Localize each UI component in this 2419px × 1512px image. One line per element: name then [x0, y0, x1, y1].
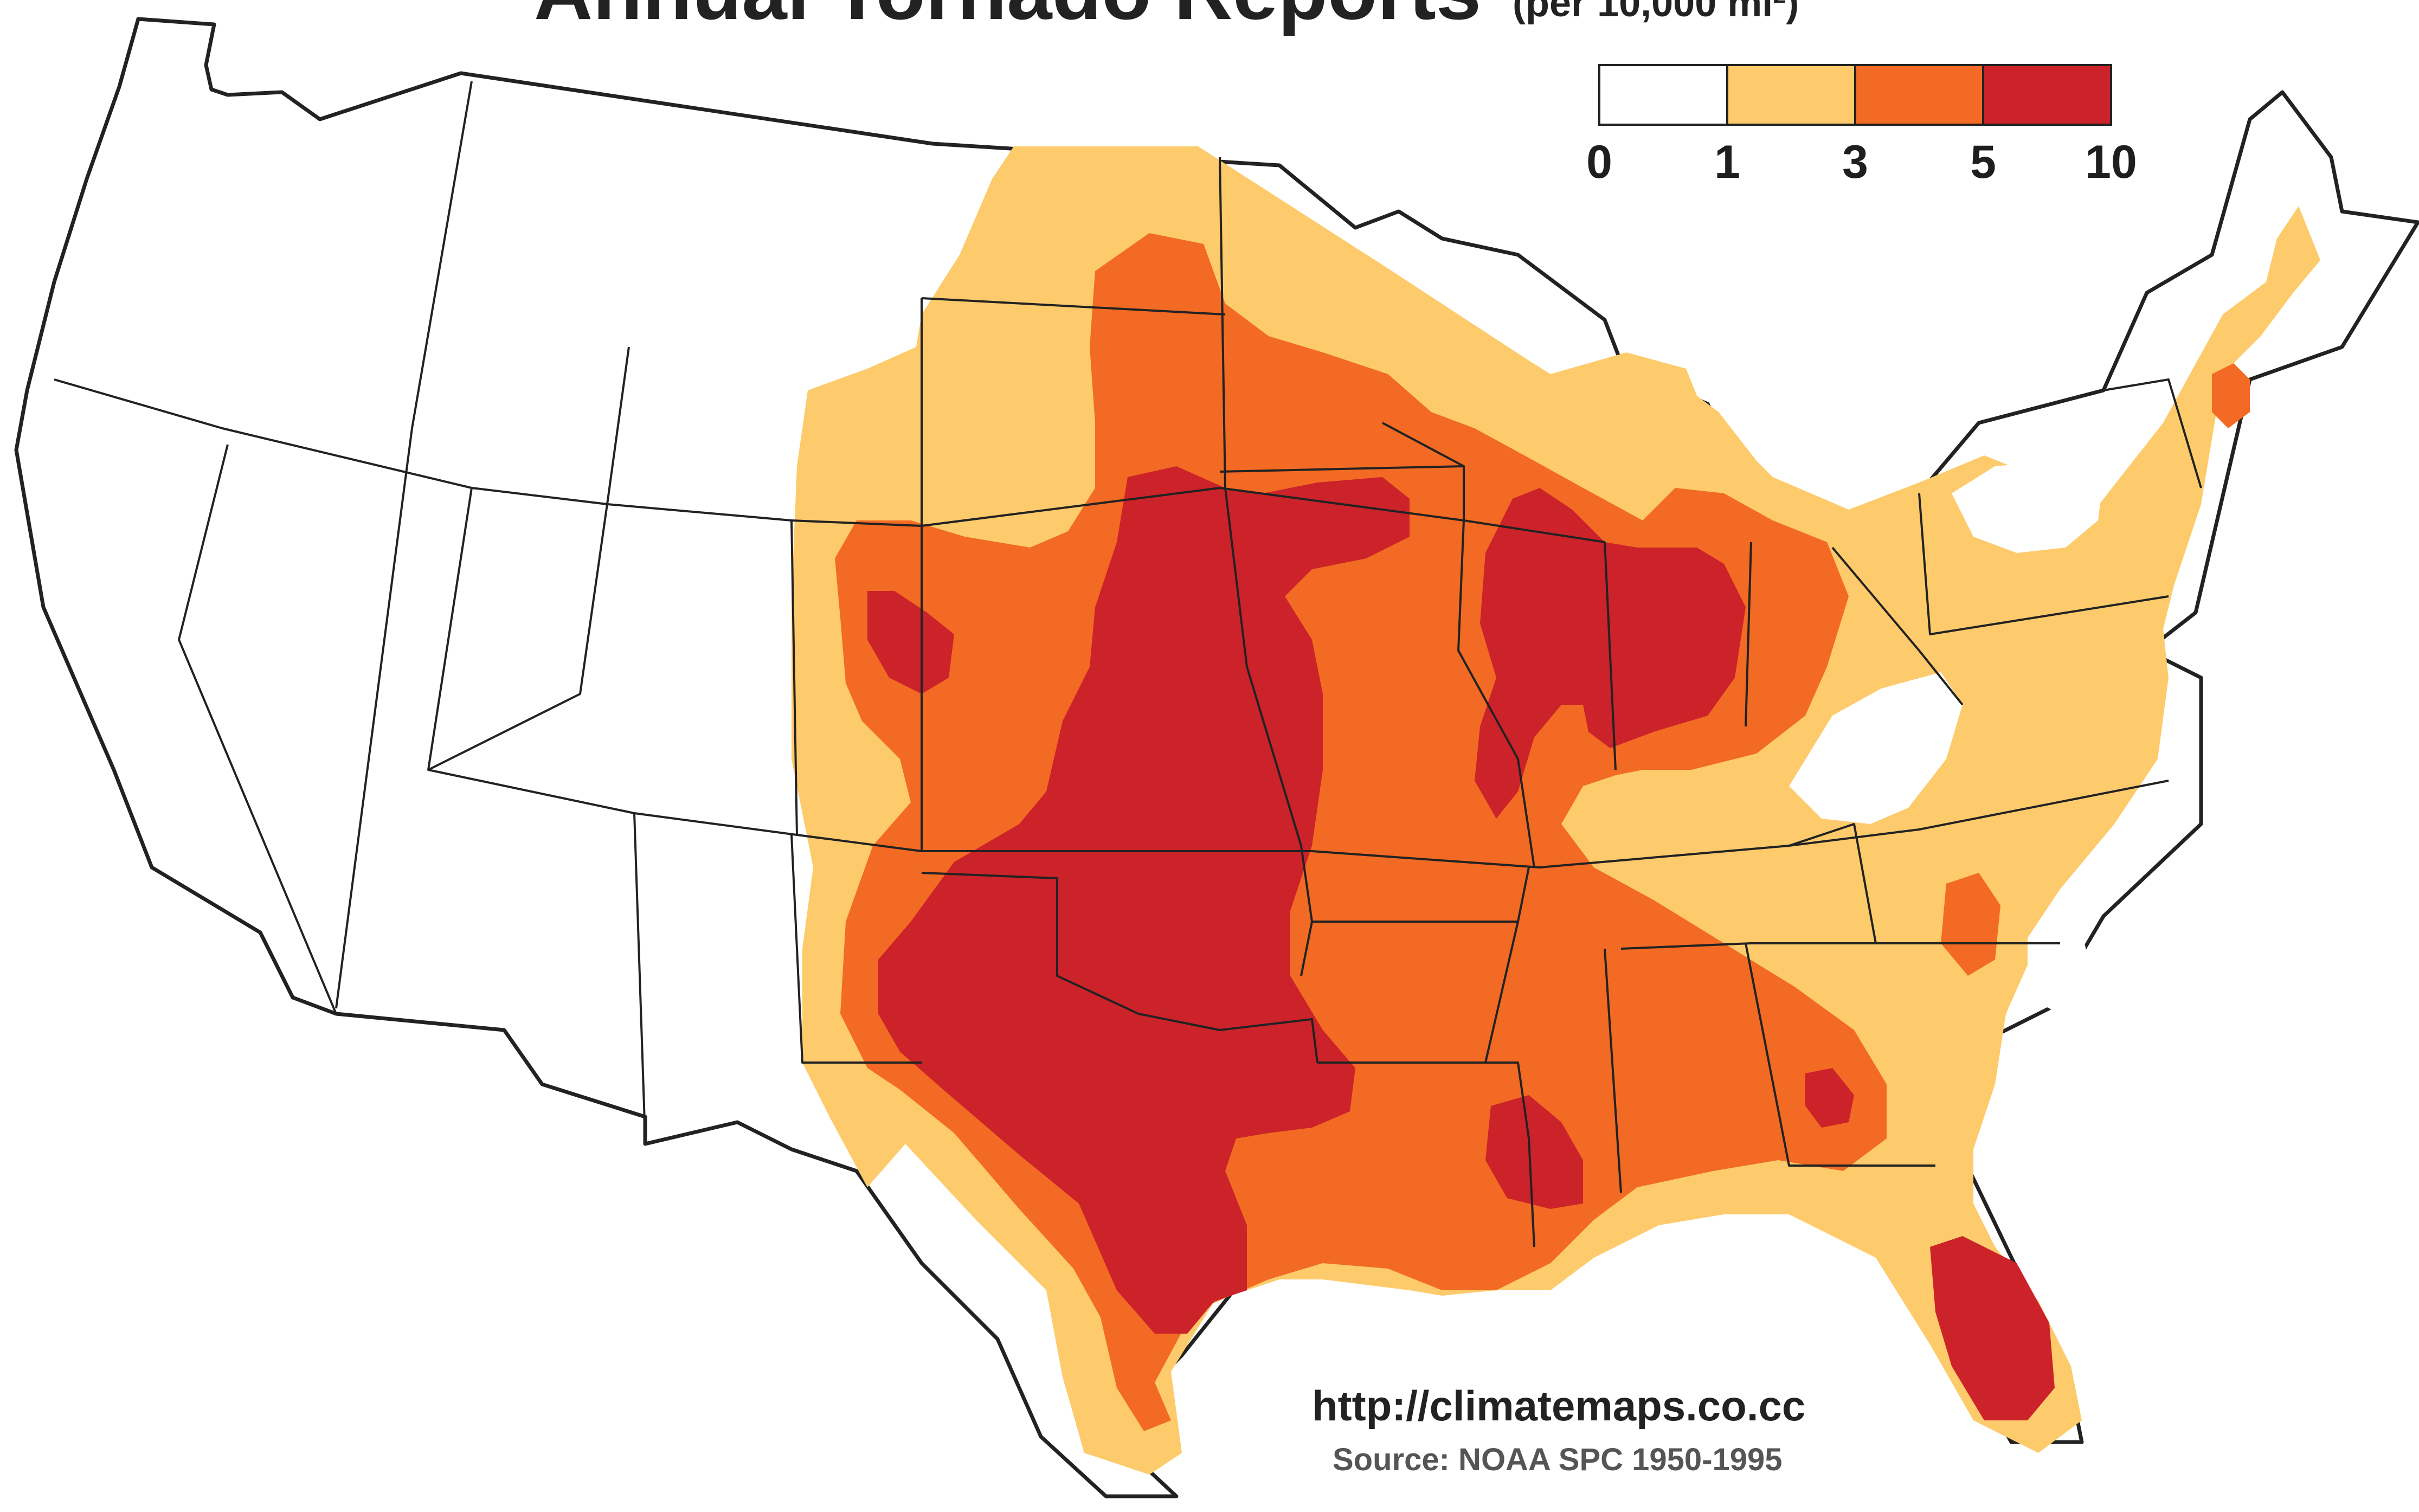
- title-text: Annual Tornado Reports: [534, 0, 1481, 36]
- map-title: Annual Tornado Reports (per 10,000 mi²): [534, 0, 1799, 36]
- credit-source: Source: NOAA SPC 1950-1995: [1333, 1442, 1783, 1477]
- legend-bin-2: [1854, 64, 1984, 126]
- legend-tick-4: 10: [2085, 136, 2137, 188]
- legend-bin-0: [1598, 64, 1728, 126]
- title-unit-text: (per 10,000 mi²): [1513, 0, 1799, 25]
- legend: 0 1 3 5 10: [1586, 64, 2137, 188]
- low-density-holes: [1789, 461, 2103, 1019]
- state-borders: [54, 81, 2202, 1247]
- legend-tick-1: 1: [1714, 136, 1740, 188]
- credits: http://climatemaps.co.cc Source: NOAA SP…: [1312, 1382, 1805, 1477]
- legend-tick-2: 3: [1842, 136, 1868, 188]
- credit-url: http://climatemaps.co.cc: [1312, 1382, 1805, 1430]
- legend-bin-1: [1726, 64, 1856, 126]
- legend-tick-3: 5: [1970, 136, 1996, 188]
- legend-bin-3: [1982, 64, 2112, 126]
- legend-tick-0: 0: [1586, 136, 1612, 188]
